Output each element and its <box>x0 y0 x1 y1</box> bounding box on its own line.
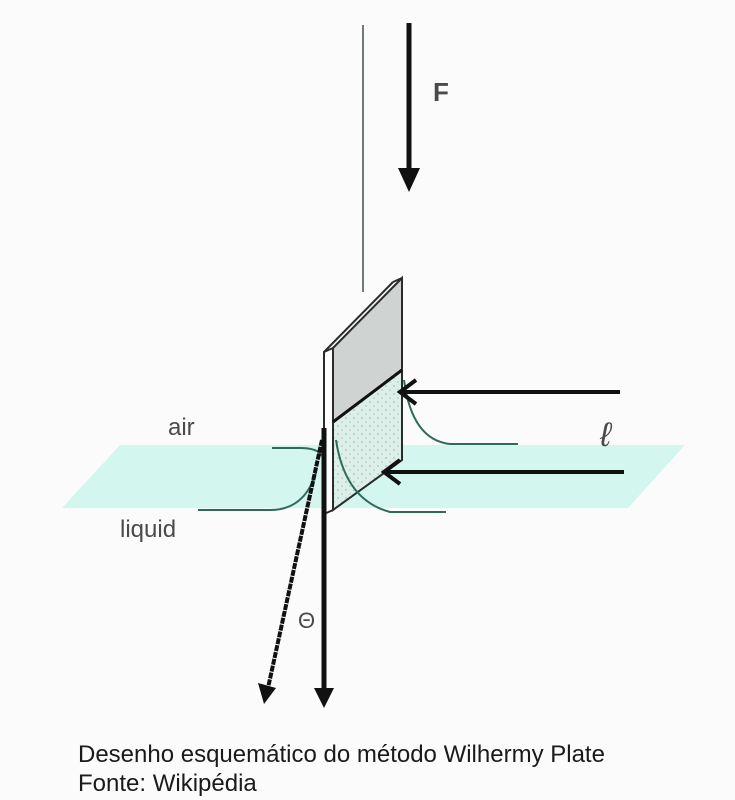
length-arrow-upper <box>396 378 620 406</box>
air-label: air <box>168 414 195 441</box>
wilhelmy-plate-diagram: F ℓ air liquid Θ <box>62 23 685 708</box>
caption-title: Desenho esquemático do método Wilhermy P… <box>78 741 605 768</box>
caption-source: Fonte: Wikipédia <box>78 770 257 797</box>
vertical-arrow <box>314 428 334 708</box>
angle-label: Θ <box>298 608 315 633</box>
force-label: F <box>433 77 449 107</box>
length-arrow-lower <box>380 458 624 486</box>
force-arrow <box>398 23 420 192</box>
length-label: ℓ <box>599 416 613 454</box>
contact-angle-arrow <box>258 439 324 704</box>
figure-caption: Desenho esquemático do método Wilhermy P… <box>78 740 605 798</box>
wetting-line <box>332 368 403 424</box>
liquid-label: liquid <box>120 516 176 543</box>
